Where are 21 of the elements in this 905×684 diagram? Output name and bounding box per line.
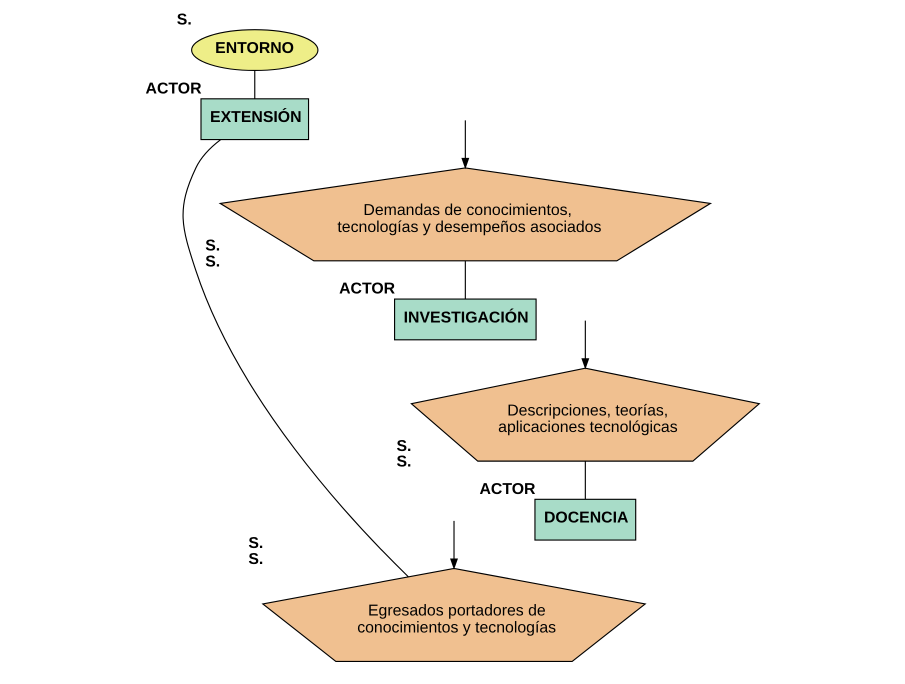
arrow: [581, 320, 590, 370]
node-box: INVESTIGACIÓN: [394, 298, 537, 340]
node-label: S.: [176, 11, 192, 28]
connector: [584, 461, 586, 499]
arrow: [461, 120, 470, 170]
node-label: S.: [396, 438, 412, 455]
node-label: S.: [205, 253, 220, 270]
node-label: ACTOR: [479, 480, 536, 498]
connector: [182, 139, 409, 578]
connector: [254, 70, 256, 99]
node-ellipse: ENTORNO: [191, 29, 318, 72]
arrow: [450, 520, 458, 570]
node-label: S.: [248, 535, 264, 552]
node-box: DOCENCIA: [534, 498, 636, 541]
node-label: ACTOR: [339, 280, 396, 298]
node-label: ACTOR: [146, 80, 202, 98]
node-box: EXTENSIÓN: [200, 98, 310, 140]
connector: [464, 261, 466, 299]
node-label: S.: [396, 454, 412, 471]
node-label: S.: [205, 238, 220, 255]
node-label: S.: [248, 551, 264, 568]
